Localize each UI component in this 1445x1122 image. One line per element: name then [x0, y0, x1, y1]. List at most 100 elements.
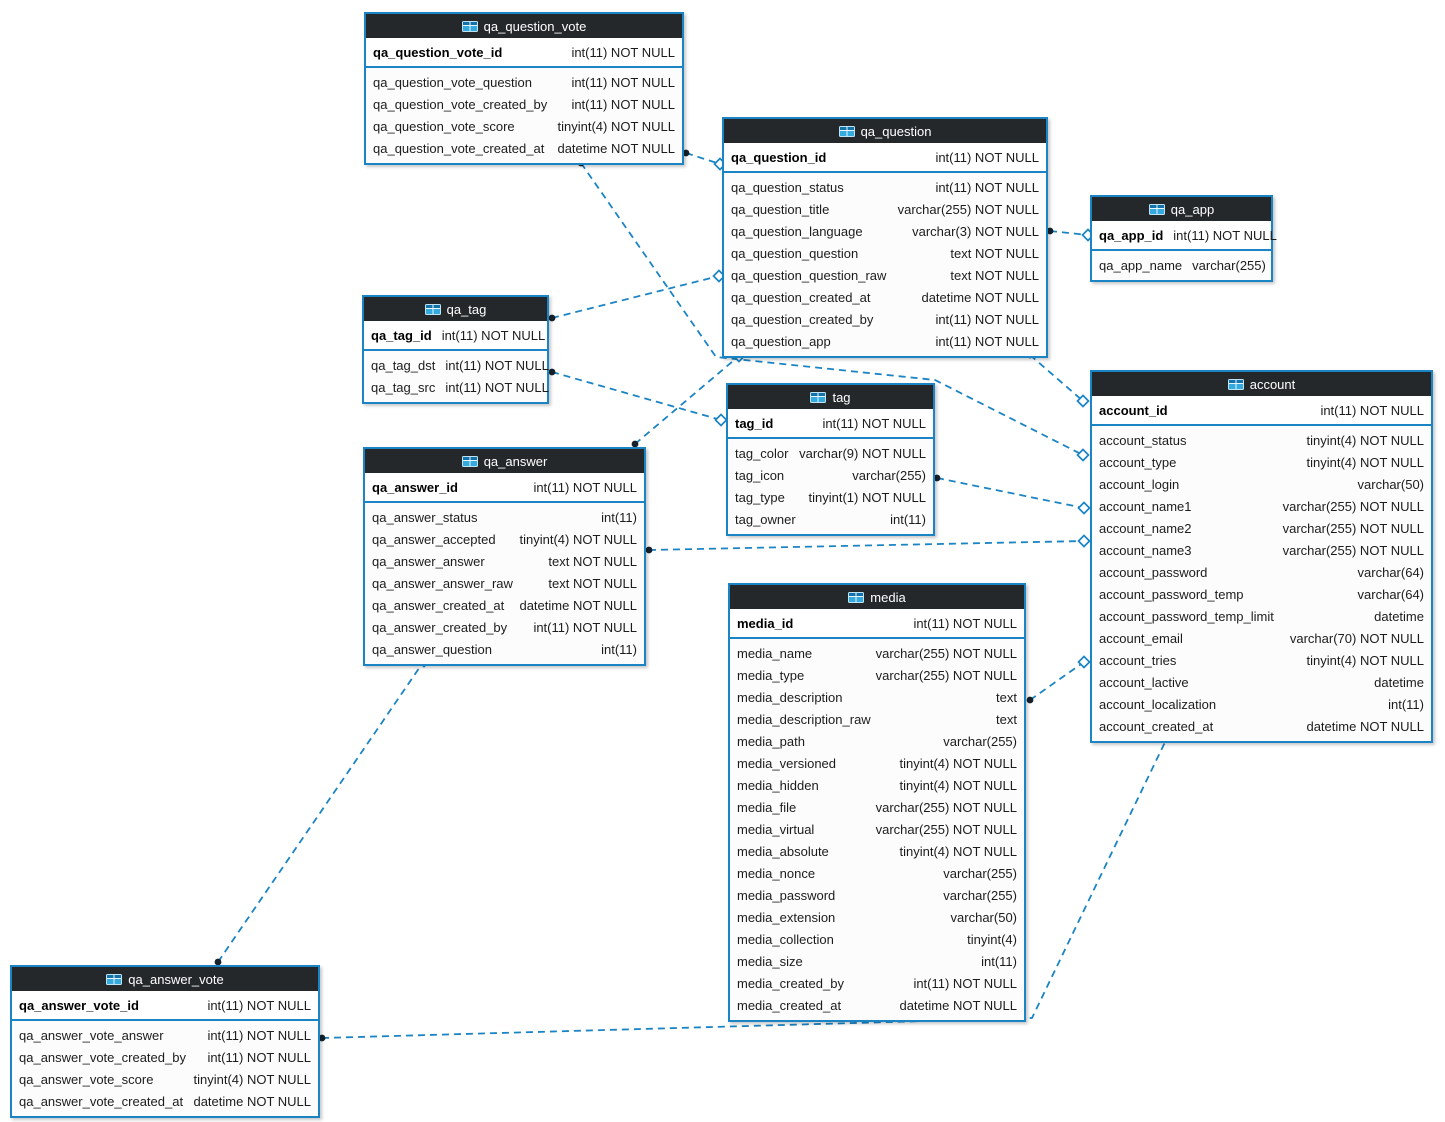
column-name: qa_answer_accepted [372, 531, 496, 547]
column-type: int(11) NOT NULL [571, 44, 675, 60]
relationship-line-qa_question_vote-qa_question[interactable] [685, 152, 721, 165]
column-name: qa_question_status [731, 179, 844, 195]
column-type: tinyint(4) NOT NULL [1306, 454, 1424, 470]
fk-endpoint-dot [631, 440, 639, 448]
relationship-line-qa_question-account[interactable] [1029, 354, 1084, 402]
fk-endpoint-dot [548, 314, 556, 322]
table-header[interactable]: qa_app [1092, 197, 1271, 221]
table-header[interactable]: account [1092, 372, 1431, 396]
table-title: qa_question_vote [483, 18, 587, 34]
table-account[interactable]: account account_id int(11) NOT NULL account… [1090, 370, 1433, 743]
table-header[interactable]: qa_answer [365, 449, 644, 473]
column-type: text NOT NULL [950, 267, 1039, 283]
column-name: tag_id [735, 415, 774, 431]
column-type: int(11) NOT NULL [1320, 402, 1424, 418]
column-type: varchar(255) NOT NULL [875, 645, 1017, 661]
pk-endpoint-diamond [1077, 655, 1091, 669]
column-type: tinyint(4) NOT NULL [1306, 432, 1424, 448]
column-type: datetime NOT NULL [899, 997, 1017, 1013]
column-name: qa_question_question [731, 245, 859, 261]
table-grid-icon [424, 303, 441, 315]
column-type: varchar(255) NOT NULL [1282, 542, 1424, 558]
column-row-pk: tag_id int(11) NOT NULL [735, 412, 926, 434]
column-name: qa_question_app [731, 333, 831, 349]
column-type: int(11) NOT NULL [822, 415, 926, 431]
relationship-line-qa_tag-tag[interactable] [551, 371, 722, 421]
relationship-line-qa_answer-qa_question[interactable] [634, 355, 740, 445]
column-row: qa_question_question text NOT NULL [731, 242, 1039, 264]
pk-endpoint-diamond [1076, 448, 1090, 462]
table-header[interactable]: qa_tag [364, 297, 547, 321]
column-name: account_id [1099, 402, 1168, 418]
column-type: varchar(255) NOT NULL [875, 821, 1017, 837]
column-type: int(11) NOT NULL [935, 311, 1039, 327]
table-header[interactable]: qa_question_vote [366, 14, 682, 38]
column-name: qa_app_name [1099, 257, 1183, 273]
column-type: varchar(255) [1192, 257, 1266, 273]
column-name: tag_type [735, 489, 785, 505]
relationship-line-qa_answer_vote-account[interactable] [321, 735, 1169, 1039]
column-type: varchar(255) NOT NULL [875, 799, 1017, 815]
column-name: qa_question_question_raw [731, 267, 887, 283]
column-type: text NOT NULL [950, 245, 1039, 261]
table-header[interactable]: media [730, 585, 1024, 609]
column-type: varchar(70) NOT NULL [1289, 630, 1424, 646]
relationship-line-tag-account[interactable] [936, 477, 1085, 509]
column-name: qa_question_created_at [731, 289, 871, 305]
table-header[interactable]: qa_question [724, 119, 1046, 143]
relationship-line-qa_answer-account[interactable] [648, 540, 1085, 551]
relationship-line-qa_answer_vote-qa_answer[interactable] [217, 660, 425, 963]
column-name: media_hidden [737, 777, 819, 793]
column-name: account_name2 [1099, 520, 1192, 536]
relationship-line-qa_tag-qa_question[interactable] [551, 275, 720, 319]
fk-endpoint-dot [1046, 227, 1054, 235]
table-grid-icon [1227, 378, 1244, 390]
table-header[interactable]: qa_answer_vote [12, 967, 318, 991]
column-type: tinyint(4) NOT NULL [899, 755, 1017, 771]
column-type: datetime NOT NULL [519, 597, 637, 613]
column-name: media_absolute [737, 843, 829, 859]
relationship-line-qa_question-qa_app[interactable] [1049, 230, 1089, 236]
column-row: qa_question_question_raw text NOT NULL [731, 264, 1039, 286]
fk-endpoint-dot [645, 546, 653, 554]
column-name: media_description [737, 689, 843, 705]
column-type: int(11) NOT NULL [1173, 227, 1277, 243]
table-header[interactable]: tag [728, 385, 933, 409]
table-title: qa_answer [483, 453, 548, 469]
column-type: int(11) NOT NULL [207, 1027, 311, 1043]
relationship-line-media-account[interactable] [1029, 661, 1085, 701]
column-type: int(11) NOT NULL [533, 619, 637, 635]
